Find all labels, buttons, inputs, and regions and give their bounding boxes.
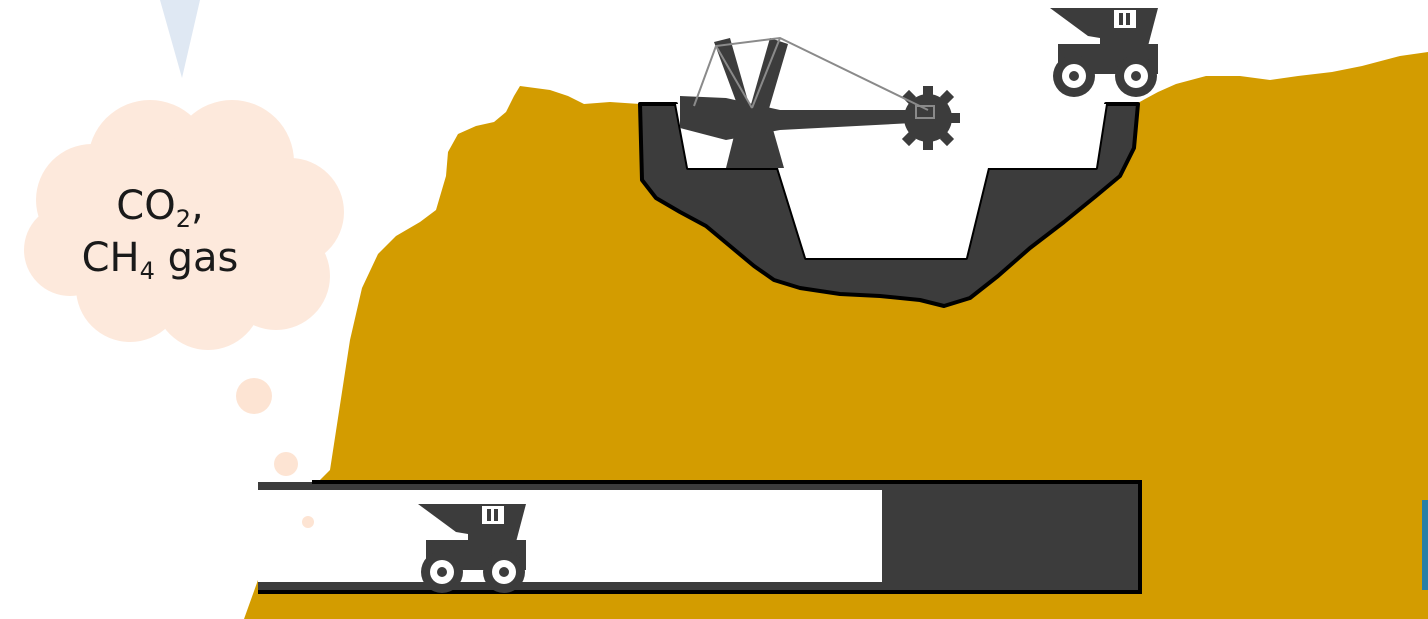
gas-bubble-large xyxy=(236,378,272,414)
right-edge-accent xyxy=(1422,500,1428,590)
gas-bubble-small xyxy=(302,516,314,528)
gas-label-line1: CO2, xyxy=(40,180,280,232)
surface-dump-truck-icon xyxy=(1050,8,1158,97)
tunnel-passage xyxy=(258,490,882,582)
gas-label-line2: CH4 gas xyxy=(40,232,280,284)
arrow-tip xyxy=(160,0,200,78)
gas-cloud-label: CO2, CH4 gas xyxy=(40,180,280,284)
gas-bubble-medium xyxy=(274,452,298,476)
